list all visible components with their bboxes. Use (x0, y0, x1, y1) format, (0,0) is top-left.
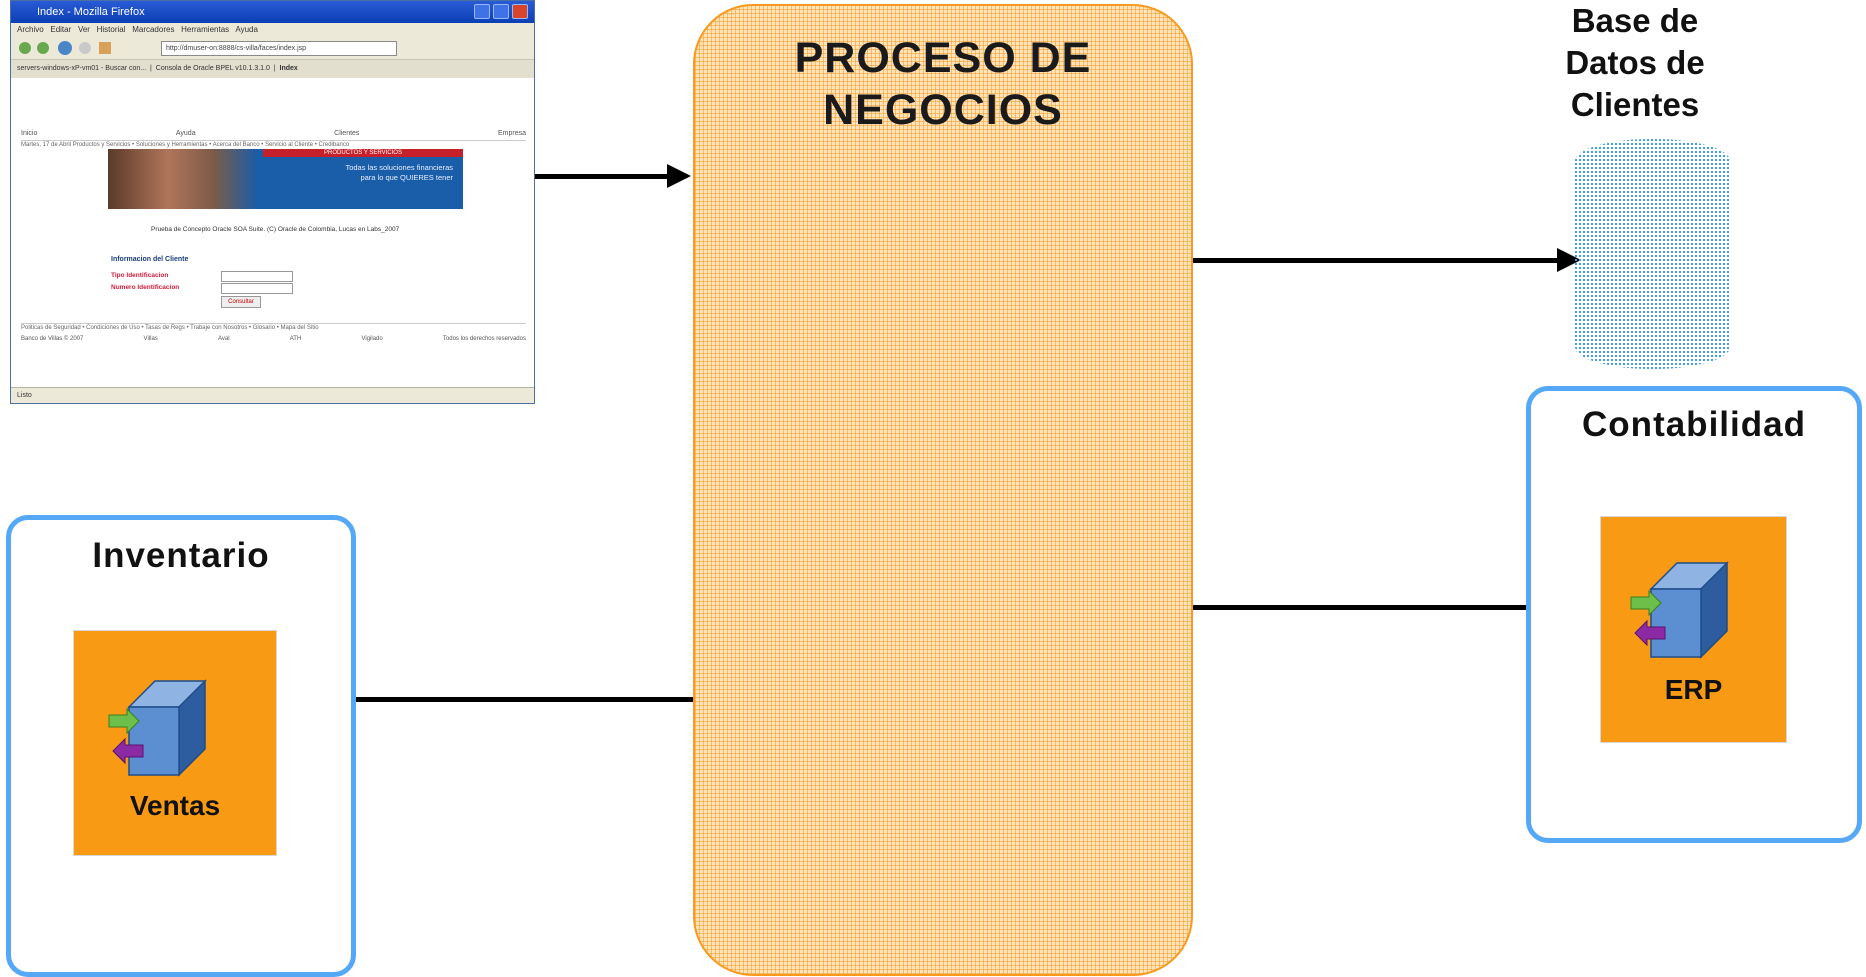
minimize-icon (474, 4, 490, 19)
ventas-label: Ventas (129, 790, 221, 821)
footer-logo: Villas (143, 336, 158, 342)
ventas-component: Ventas (73, 630, 277, 856)
web-app-screenshot: Index - Mozilla Firefox Archivo Editar V… (10, 0, 535, 404)
process-title: PROCESO DE NEGOCIOS (794, 34, 1092, 134)
numero-identificacion-input (221, 283, 293, 294)
menu-item: Ver (77, 25, 90, 34)
field-label-tipo: Tipo Identificacion (111, 272, 169, 279)
menu-item: Editar (50, 25, 72, 34)
footer-logo: Aval (217, 336, 230, 342)
site-footer: Politicas de Seguridad • Condiciones de … (21, 323, 526, 331)
browser-tab-active: Index (279, 65, 298, 72)
consultar-button: Consultar (221, 296, 261, 308)
arrow-process-to-database (1193, 258, 1558, 263)
erp-label: ERP (1664, 674, 1723, 705)
menu-item: Historial (96, 25, 126, 34)
browser-menu-bar: Archivo Editar Ver Historial Marcadores … (11, 23, 534, 37)
arrow-process-to-ventas (288, 697, 693, 702)
banner-header: PRODUCTOS Y SERVICIOS (263, 149, 463, 157)
maximize-icon (493, 4, 509, 19)
erp-component: ERP (1600, 516, 1787, 743)
menu-item: Marcadores (132, 25, 175, 34)
service-cube-icon (108, 679, 207, 777)
menu-item: Herramientas (181, 25, 230, 34)
menu-item: Archivo (17, 25, 44, 34)
site-nav-item: Empresa (497, 130, 526, 137)
database-title: Base de Datos de Clientes (1565, 2, 1705, 123)
banner-text: Todas las soluciones financieras para lo… (345, 163, 453, 182)
business-process-block: PROCESO DE NEGOCIOS (693, 4, 1193, 976)
browser-tabs: servers-windows-xP-vm01 - Buscar con... … (11, 60, 534, 79)
inventario-title: Inventario (92, 536, 270, 575)
service-cube-icon (1630, 561, 1729, 659)
browser-tab: Consola de Oracle BPEL v10.1.3.1.0 (155, 65, 270, 72)
form-title: Informacion del Cliente (111, 256, 189, 263)
navigation-icons (19, 41, 111, 55)
menu-item: Ayuda (235, 25, 258, 34)
browser-toolbar: http://dmuser-on:8888/cs-villa/faces/ind… (11, 37, 534, 60)
site-nav-item: Ayuda (175, 130, 196, 137)
footer-logo: ATH (289, 336, 302, 342)
promo-banner: PRODUCTOS Y SERVICIOS Todas las solucion… (108, 149, 463, 209)
arrow-head-right (667, 164, 691, 188)
field-label-numero: Numero Identificacion (111, 284, 180, 291)
page-content: Inicio Ayuda Clientes Empresa Martes, 17… (11, 78, 534, 388)
browser-title-bar: Index - Mozilla Firefox (11, 1, 534, 23)
site-nav-item: Inicio (21, 130, 38, 137)
footer-logo: Todos los derechos reservados (442, 336, 526, 342)
inventario-group: Inventario Ventas (6, 515, 356, 977)
footer-copyright: Banco de Villas © 2007 (21, 336, 84, 342)
address-bar: http://dmuser-on:8888/cs-villa/faces/ind… (161, 41, 397, 56)
contabilidad-group: Contabilidad ERP (1526, 386, 1862, 843)
site-subnav: Martes, 17 de Abril Productos y Servicio… (21, 140, 526, 148)
database-cylinder-icon (1575, 139, 1730, 369)
browser-tab: servers-windows-xP-vm01 - Buscar con... (17, 65, 147, 72)
site-nav: Inicio Ayuda Clientes Empresa (21, 130, 526, 137)
arrow-browser-to-process (535, 174, 668, 179)
footer-logo: Vigilado (361, 336, 383, 342)
footer-logos: Banco de Villas © 2007 Villas Aval ATH V… (21, 336, 526, 342)
contabilidad-title: Contabilidad (1582, 405, 1806, 444)
close-icon (512, 4, 528, 19)
page-caption: Prueba de Concepto Oracle SOA Suite. (C)… (151, 226, 400, 233)
site-nav-item: Clientes (334, 130, 360, 137)
banner-photo (108, 149, 258, 209)
browser-status-bar: Listo (11, 387, 534, 403)
tipo-identificacion-input (221, 271, 293, 282)
arrow-process-to-erp (1193, 605, 1598, 610)
browser-window-title: Index - Mozilla Firefox (37, 6, 145, 18)
